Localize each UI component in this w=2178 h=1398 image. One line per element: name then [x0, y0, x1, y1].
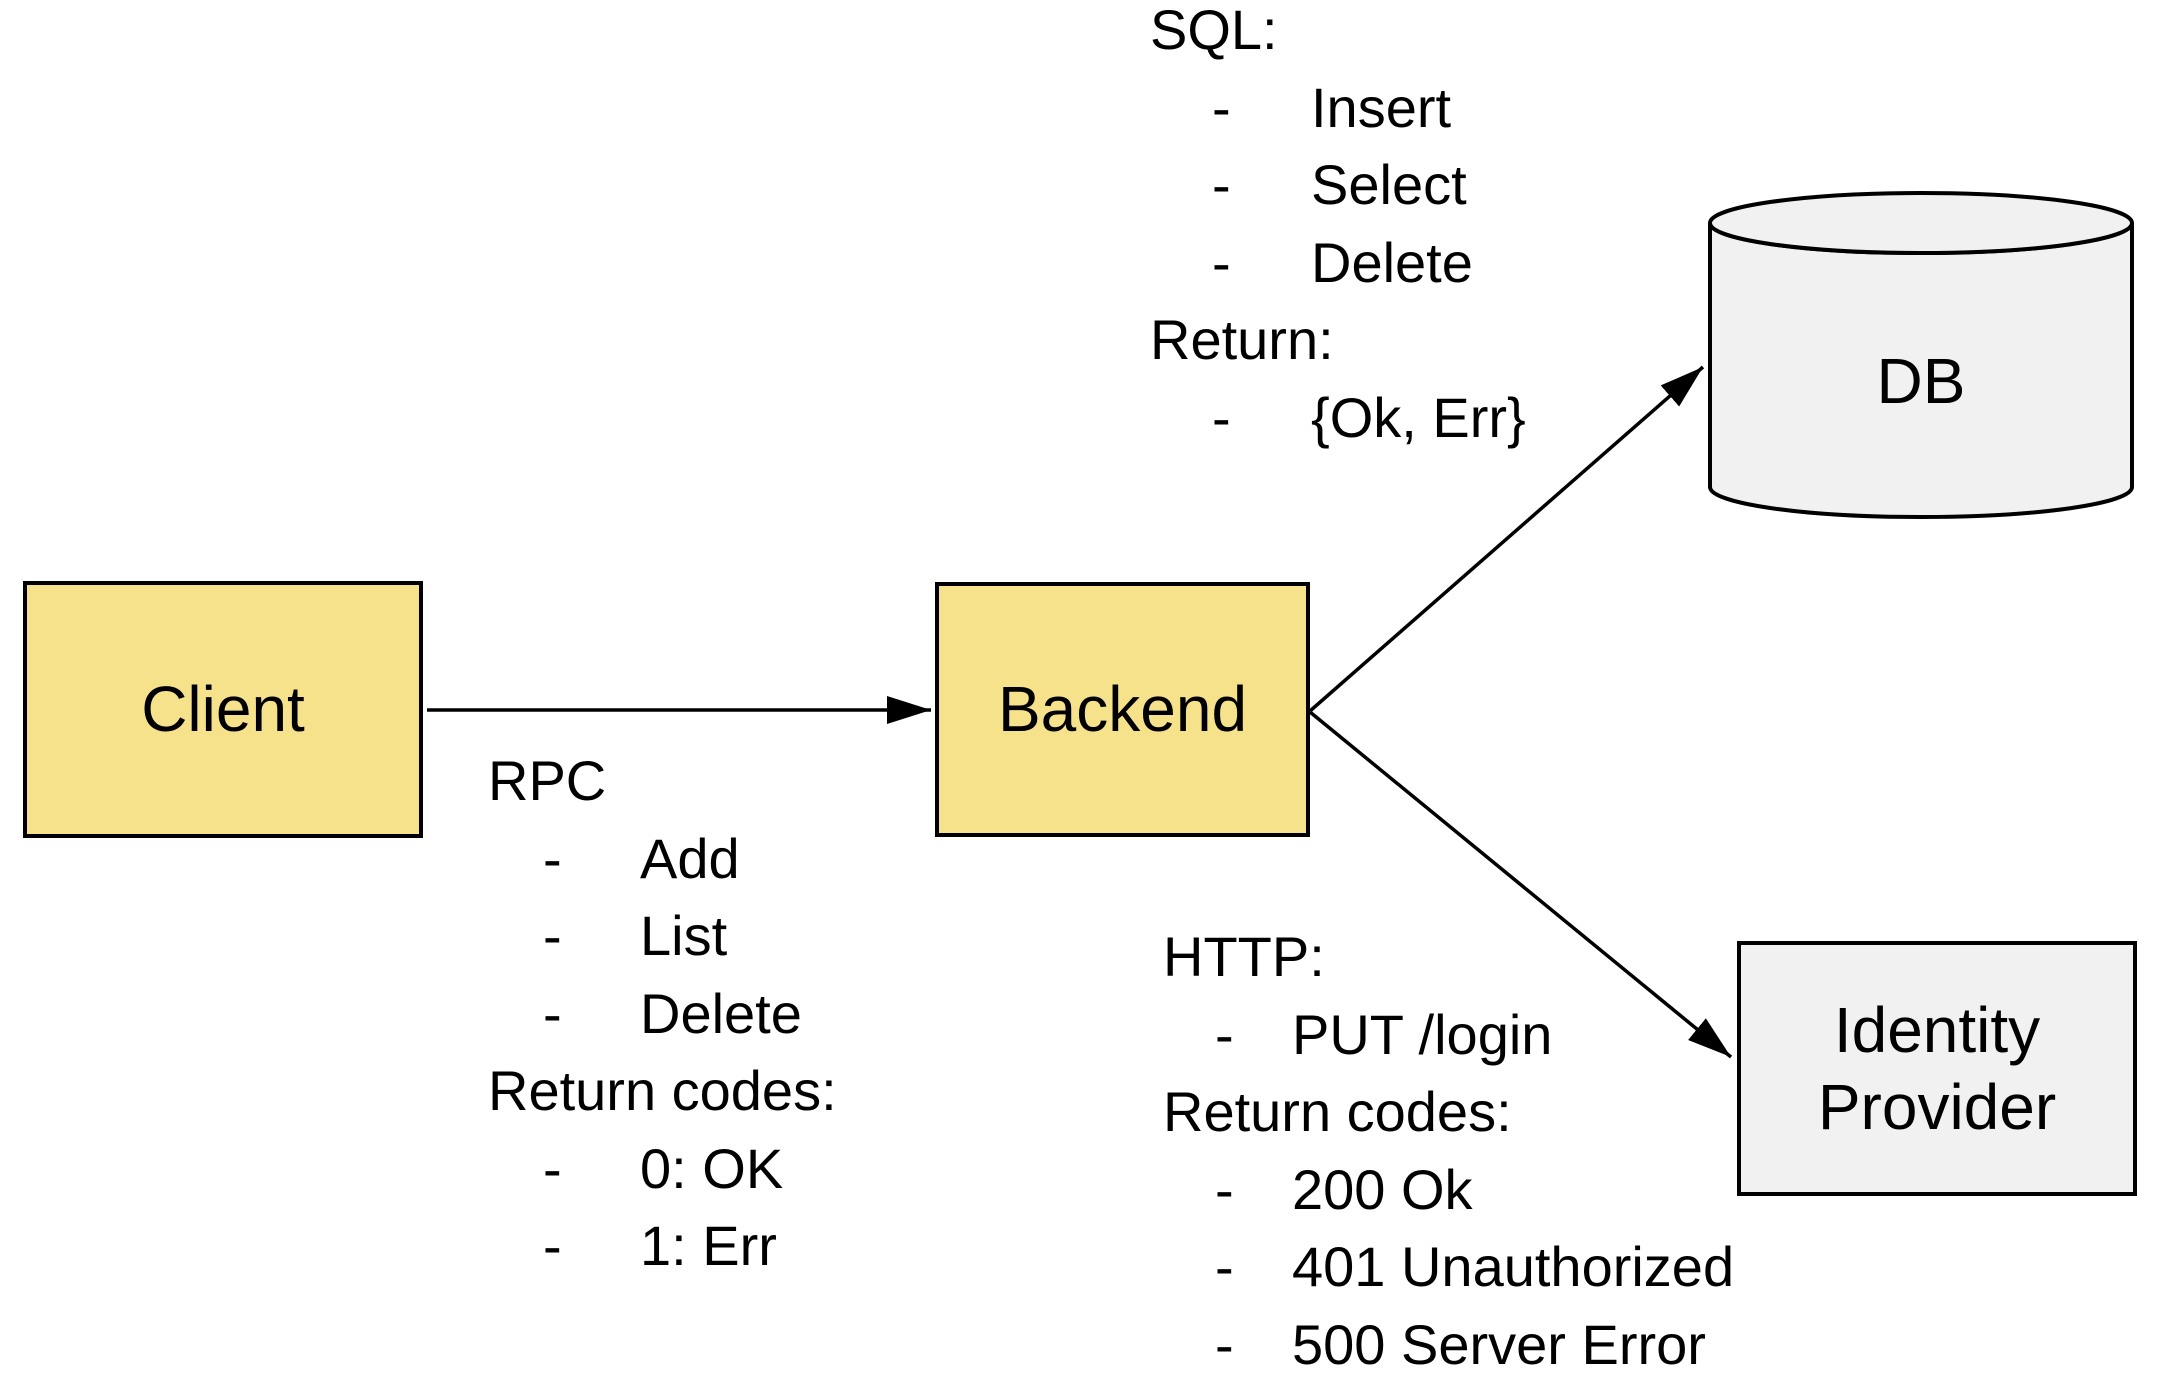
- node-db-label: DB: [1876, 345, 1966, 417]
- annotation-item: - 0: OK: [488, 1130, 837, 1208]
- backend-idp-arrow: [1308, 710, 1733, 1059]
- annotation-text: 500 Server Error: [1292, 1312, 1706, 1376]
- bullet-dash: -: [543, 1136, 562, 1200]
- annotation-item: -401 Unauthorized: [1163, 1228, 1734, 1306]
- annotation-heading: Return codes:: [1163, 1073, 1734, 1151]
- annotation-text: 401 Unauthorized: [1292, 1235, 1735, 1298]
- bullet-dash: -: [1212, 153, 1231, 216]
- annotation-text: Return:: [1150, 308, 1334, 371]
- annotation-heading: Return:: [1150, 301, 1526, 379]
- node-identity-provider: Identity Provider: [1737, 941, 2137, 1196]
- bullet-dash: -: [1212, 75, 1231, 139]
- bullet-dash: -: [1215, 1002, 1234, 1066]
- annotation-text: Select: [1311, 153, 1467, 216]
- annotation-text: RPC: [488, 749, 607, 812]
- node-backend-label: Backend: [997, 673, 1248, 745]
- bullet-dash: -: [543, 826, 562, 890]
- annotation-item: -500 Server Error: [1163, 1306, 1734, 1384]
- bullet-dash: -: [543, 981, 562, 1045]
- annotation-text: Insert: [1311, 75, 1452, 139]
- rpc-annotation: RPC - Add - List - Delete Return codes: - 0:…: [488, 742, 837, 1285]
- annotation-item: - Select: [1150, 146, 1526, 224]
- annotation-item: -PUT /login: [1163, 996, 1734, 1074]
- db-cylinder-top: [1708, 191, 2134, 255]
- annotation-text: Add: [640, 826, 740, 890]
- annotation-text: Return codes:: [1163, 1080, 1512, 1143]
- bullet-dash: -: [543, 1214, 562, 1277]
- annotation-text: SQL:: [1150, 0, 1278, 61]
- annotation-item: -200 Ok: [1163, 1151, 1734, 1229]
- node-backend: Backend: [935, 582, 1310, 837]
- annotation-text: PUT /login: [1292, 1002, 1553, 1066]
- bullet-dash: -: [543, 904, 562, 967]
- bullet-dash: -: [1212, 385, 1231, 449]
- annotation-text: {Ok, Err}: [1311, 385, 1526, 449]
- http-annotation: HTTP: -PUT /login Return codes: -200 Ok …: [1163, 918, 1734, 1383]
- annotation-item: - Insert: [1150, 69, 1526, 147]
- annotation-item: - List: [488, 897, 837, 975]
- annotation-text: Return codes:: [488, 1059, 837, 1122]
- node-client-label: Client: [141, 673, 305, 745]
- annotation-heading: Return codes:: [488, 1052, 837, 1130]
- bullet-dash: -: [1215, 1157, 1234, 1221]
- annotation-text: HTTP:: [1163, 925, 1325, 988]
- annotation-item: - Delete: [1150, 224, 1526, 302]
- annotation-item: - Delete: [488, 975, 837, 1053]
- backend-db-arrow: [1308, 365, 1705, 713]
- annotation-heading: RPC: [488, 742, 837, 820]
- annotation-text: 1: Err: [640, 1214, 777, 1277]
- annotation-item: - Add: [488, 820, 837, 898]
- node-identity-provider-label: Identity Provider: [1817, 993, 2057, 1143]
- annotation-text: 0: OK: [640, 1136, 784, 1200]
- sql-annotation: SQL: - Insert - Select - Delete Return: - {O…: [1150, 0, 1526, 456]
- annotation-item: - {Ok, Err}: [1150, 379, 1526, 457]
- bullet-dash: -: [1212, 230, 1231, 294]
- annotation-heading: SQL:: [1150, 0, 1526, 69]
- annotation-text: List: [640, 904, 728, 967]
- annotation-heading: HTTP:: [1163, 918, 1734, 996]
- annotation-item: - 1: Err: [488, 1207, 837, 1285]
- annotation-text: Delete: [1311, 230, 1473, 294]
- bullet-dash: -: [1215, 1235, 1234, 1298]
- node-client: Client: [23, 581, 423, 838]
- annotation-text: Delete: [640, 981, 802, 1045]
- bullet-dash: -: [1215, 1312, 1234, 1376]
- annotation-text: 200 Ok: [1292, 1157, 1473, 1221]
